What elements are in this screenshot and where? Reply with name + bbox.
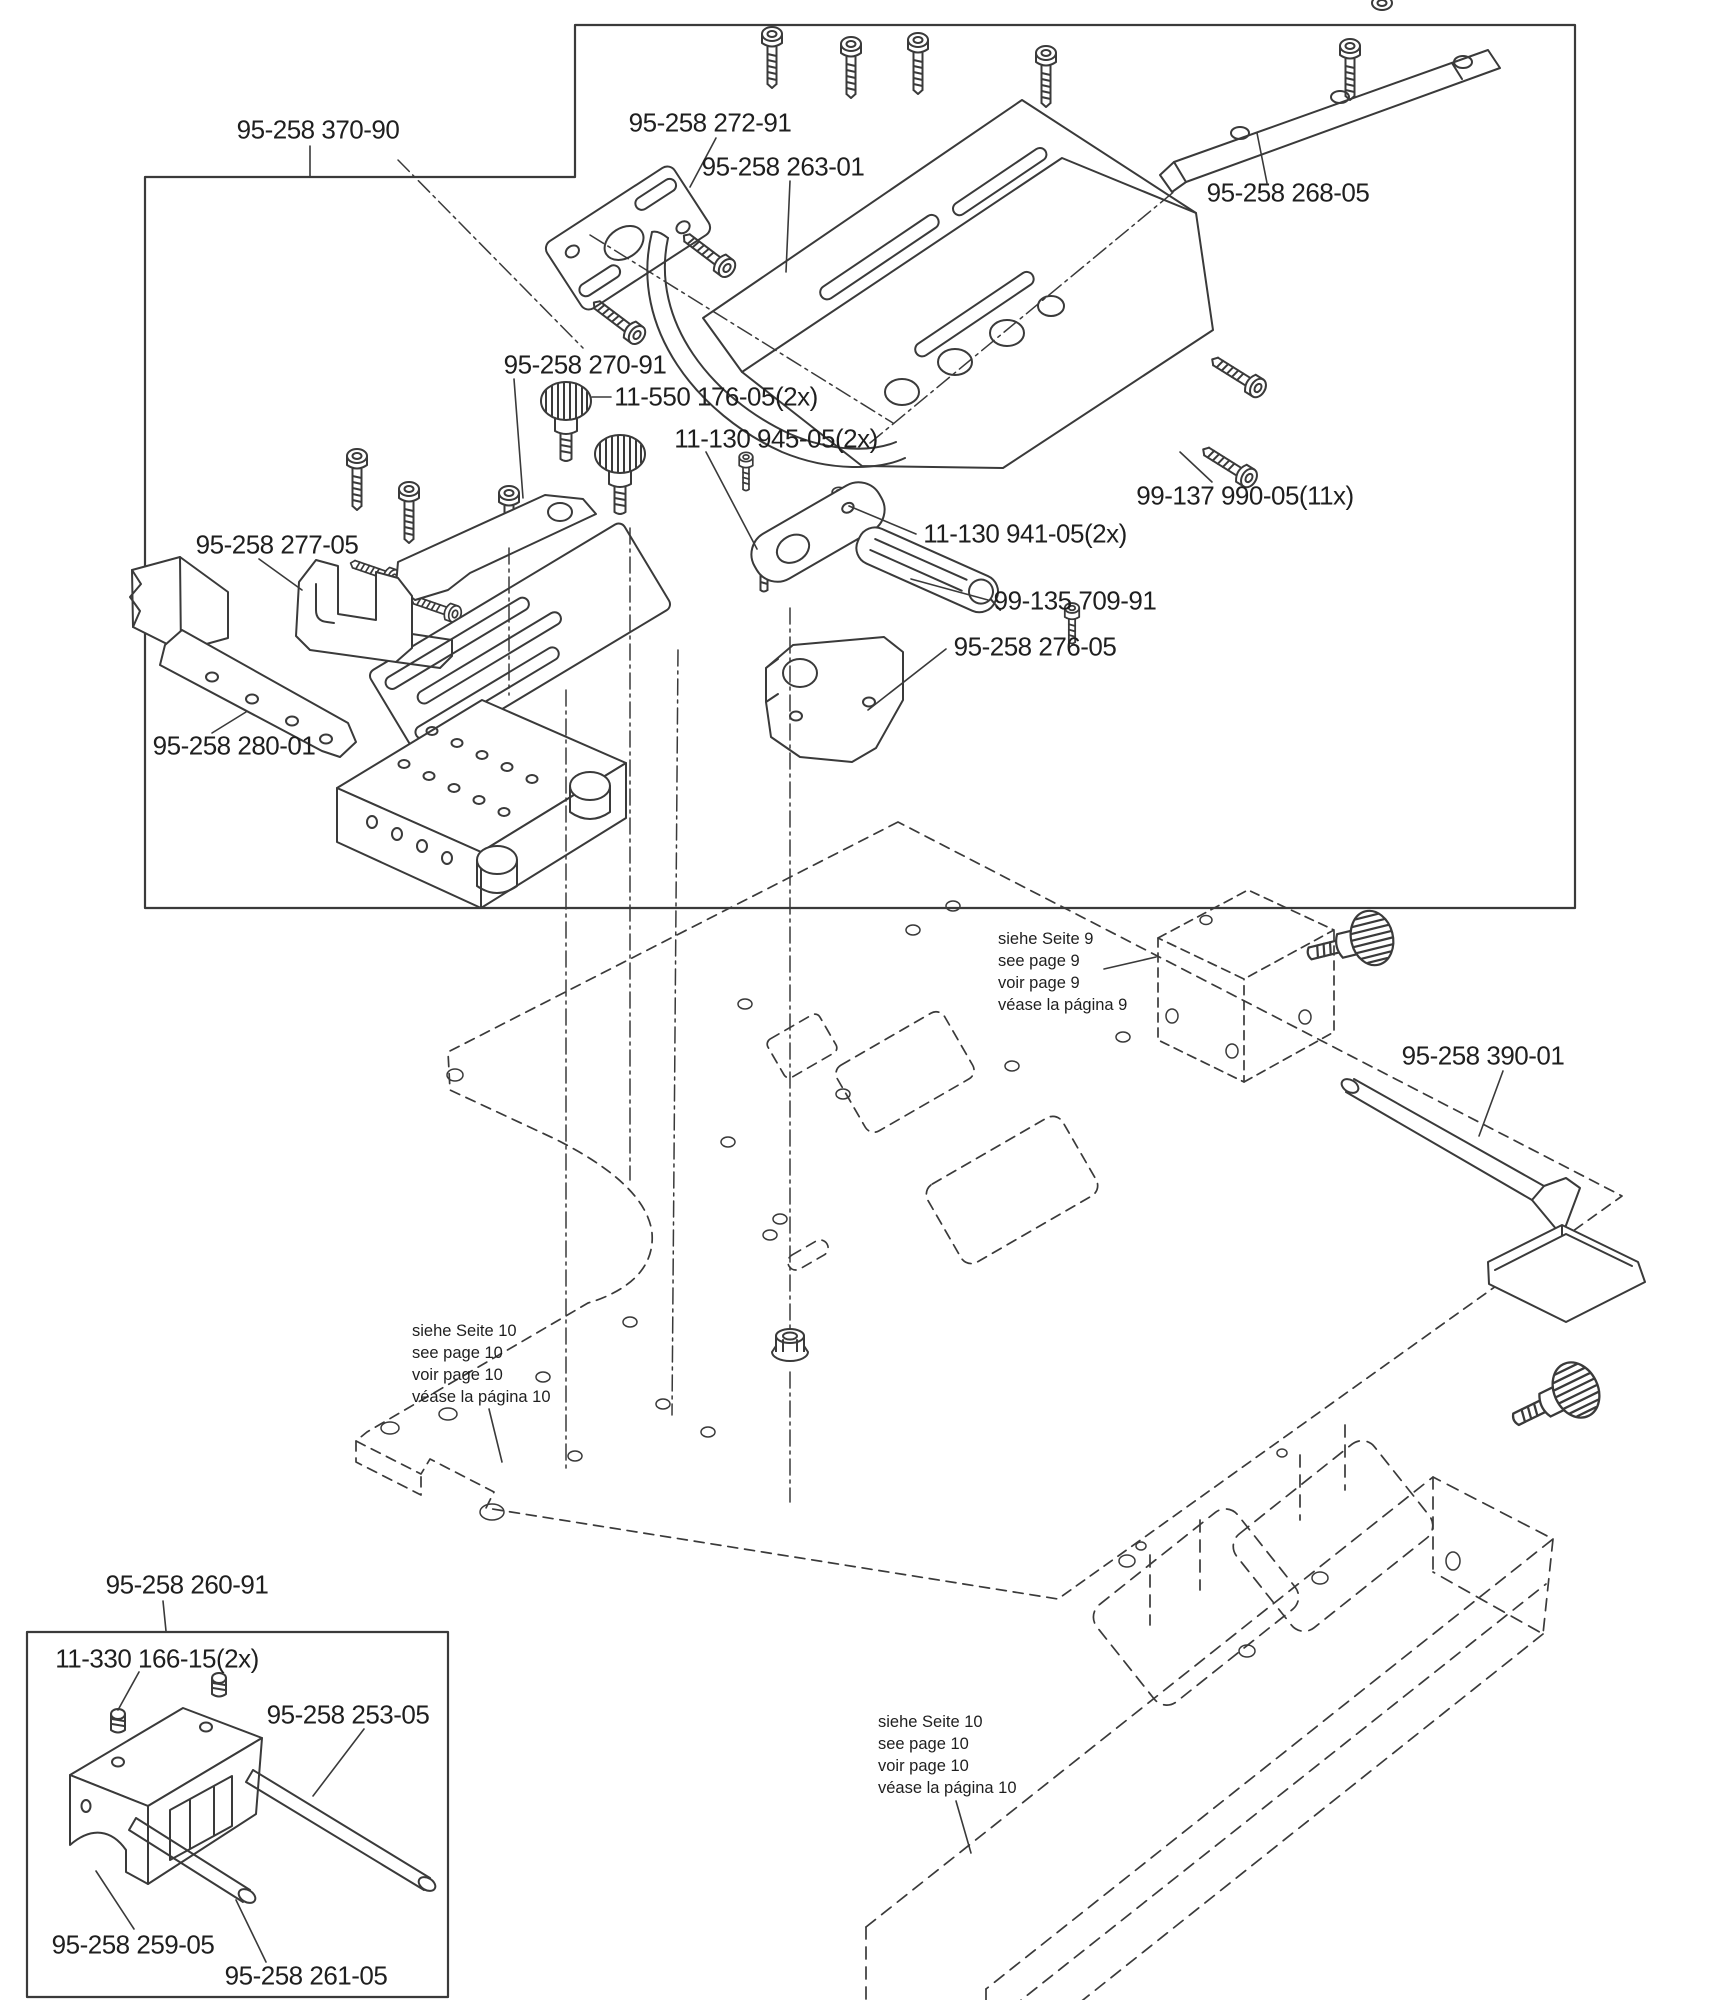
note-line: voir page 10 <box>412 1366 503 1384</box>
note-see-page-10-left: siehe Seite 10 see page 10 voir page 10 … <box>412 1320 551 1408</box>
part-label-945-05: 11-130 945-05(2x) <box>674 423 878 454</box>
part-label-370-90: 95-258 370-90 <box>236 114 400 145</box>
part-rod-253-05 <box>245 1769 437 1892</box>
inset-detail-box <box>25 1630 450 1999</box>
part-label-709-91: 99-135 709-91 <box>993 585 1157 616</box>
part-label-176-05: 11-550 176-05(2x) <box>614 381 818 412</box>
part-bar-280-01 <box>129 556 357 758</box>
part-label-390-01: 95-258 390-01 <box>1401 1040 1565 1071</box>
note-line: siehe Seite 10 <box>878 1713 983 1731</box>
part-label-268-05: 95-258 268-05 <box>1206 177 1370 208</box>
part-label-941-05: 11-130 941-05(2x) <box>923 518 1127 549</box>
part-label-990-05: 99-137 990-05(11x) <box>1136 480 1354 511</box>
note-line: see page 10 <box>412 1344 503 1362</box>
leader-lines <box>95 132 1504 1963</box>
note-see-page-10-right: siehe Seite 10 see page 10 voir page 10 … <box>878 1711 1017 1799</box>
part-label-276-05: 95-258 276-05 <box>953 631 1117 662</box>
part-label-263-01: 95-258 263-01 <box>701 151 865 182</box>
note-line: siehe Seite 10 <box>412 1322 517 1340</box>
part-label-261-05: 95-258 261-05 <box>224 1960 388 1991</box>
guide-block-dashed <box>1157 889 1335 1083</box>
note-line: siehe Seite 9 <box>998 930 1094 948</box>
part-label-270-91: 95-258 270-91 <box>503 349 667 380</box>
partial-screw-head <box>1371 0 1393 11</box>
thumb-screw-guide-block <box>1300 905 1401 982</box>
part-label-272-91: 95-258 272-91 <box>628 107 792 138</box>
part-block-259-05 <box>69 1707 263 1885</box>
assembly-frame-box <box>143 23 1577 910</box>
note-line: voir page 9 <box>998 974 1080 992</box>
thumb-screw-lower-block <box>1500 1353 1610 1448</box>
part-manifold-block <box>336 699 627 909</box>
base-plate-dashed <box>355 821 1623 1600</box>
part-u-bracket-277-05 <box>295 559 453 669</box>
part-plate-276-05 <box>765 636 904 763</box>
part-label-253-05: 95-258 253-05 <box>266 1699 430 1730</box>
lower-block-dashed <box>865 1424 1554 2000</box>
note-line: véase la página 10 <box>878 1779 1017 1797</box>
part-label-166-15: 11-330 166-15(2x) <box>55 1643 259 1674</box>
note-line: see page 10 <box>878 1735 969 1753</box>
part-guide-rail-268-05 <box>1159 49 1501 193</box>
note-see-page-9: siehe Seite 9 see page 9 voir page 9 véa… <box>998 928 1127 1016</box>
part-mounting-plate-272-91 <box>544 165 712 311</box>
part-lever-390-01 <box>1340 1078 1646 1323</box>
lock-nut <box>771 1328 809 1362</box>
note-line: véase la página 9 <box>998 996 1128 1014</box>
note-line: véase la página 10 <box>412 1388 551 1406</box>
note-line: voir page 10 <box>878 1757 969 1775</box>
part-label-259-05: 95-258 259-05 <box>51 1929 215 1960</box>
center-lines <box>397 159 1177 1503</box>
part-label-280-01: 95-258 280-01 <box>152 730 316 761</box>
part-label-277-05: 95-258 277-05 <box>195 529 359 560</box>
part-rod-261-05 <box>128 1817 257 1904</box>
note-line: see page 9 <box>998 952 1080 970</box>
part-label-260-91: 95-258 260-91 <box>105 1569 269 1600</box>
part-cover-plate-263-01 <box>646 99 1214 469</box>
